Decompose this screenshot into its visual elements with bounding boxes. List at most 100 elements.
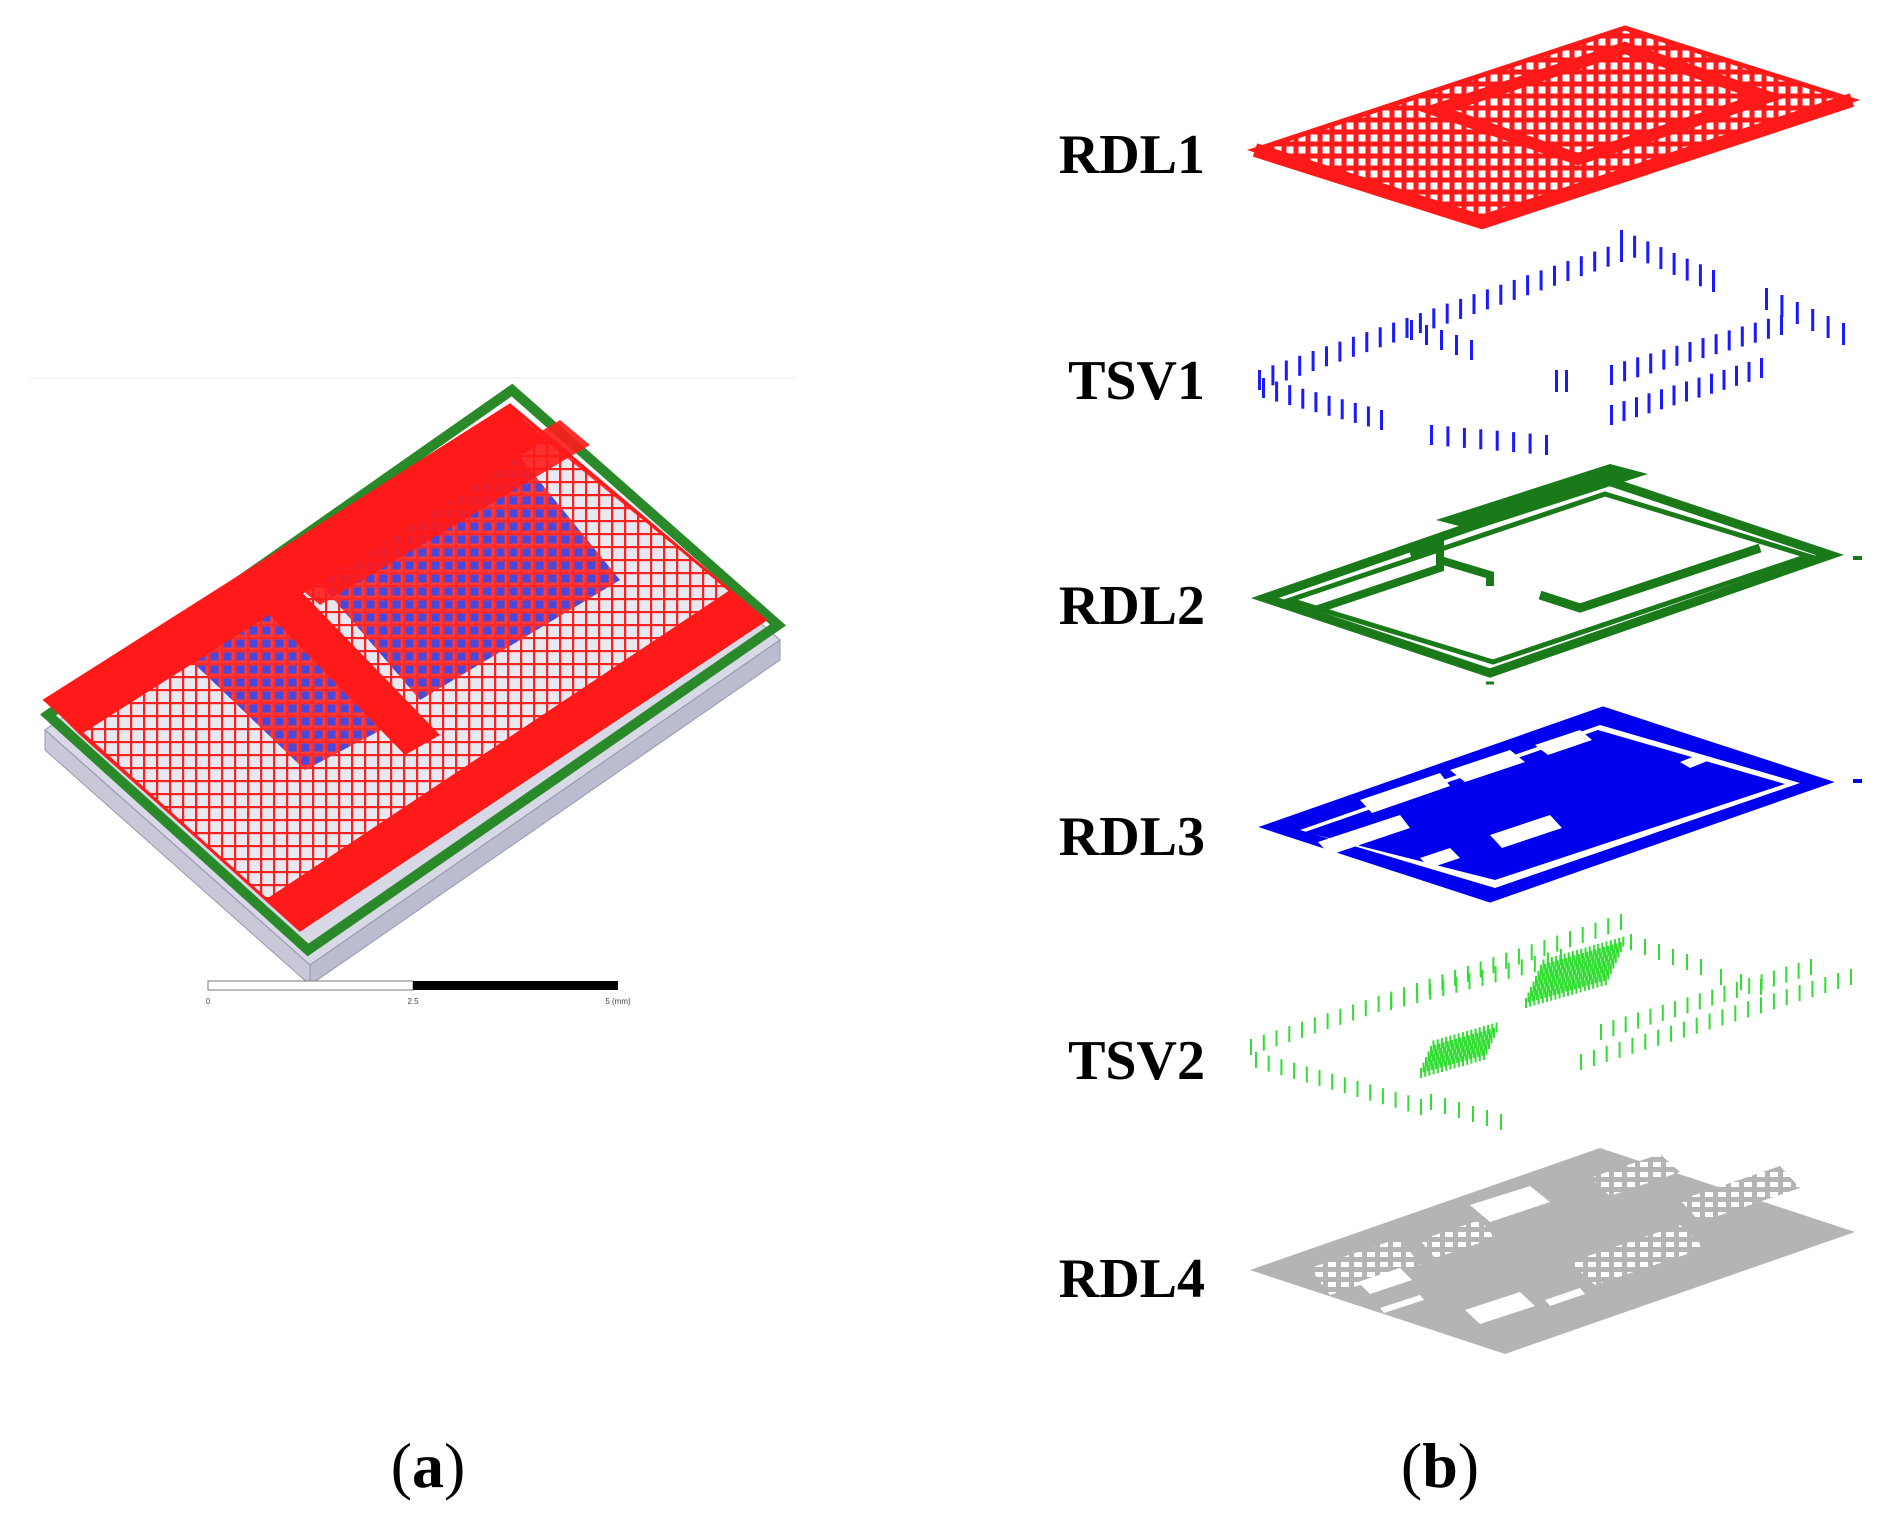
- via: [1637, 1012, 1640, 1029]
- via: [1537, 994, 1540, 1005]
- via: [1657, 1029, 1660, 1046]
- via: [1462, 1046, 1465, 1057]
- via: [1569, 931, 1571, 948]
- via: [1785, 989, 1788, 1006]
- via: [1569, 980, 1572, 991]
- panel-a-blue-region-2: [300, 445, 620, 700]
- via: [1578, 968, 1581, 979]
- via: [1772, 993, 1775, 1010]
- via: [1540, 965, 1542, 975]
- panel-a-red-band-outer-top: [45, 405, 545, 735]
- via: [1453, 1034, 1456, 1045]
- via: [1582, 953, 1584, 963]
- via: [1459, 298, 1463, 319]
- via: [1561, 959, 1563, 969]
- via: [1343, 1077, 1346, 1094]
- via: [1600, 976, 1603, 987]
- rdl1-inner-ring: [1416, 41, 1787, 166]
- via: [1571, 951, 1574, 962]
- via: [1593, 251, 1597, 272]
- via: [1465, 1040, 1468, 1051]
- via: [1594, 973, 1597, 984]
- via: [1672, 385, 1676, 406]
- via: [1543, 939, 1546, 956]
- via: [1446, 1041, 1449, 1052]
- via: [1488, 1039, 1490, 1049]
- via: [1579, 256, 1583, 277]
- via: [1622, 401, 1626, 422]
- via: [1593, 969, 1595, 979]
- via: [1426, 1061, 1429, 1072]
- via: [1483, 1040, 1486, 1051]
- via: [1686, 997, 1689, 1014]
- via: [1686, 954, 1688, 970]
- tsv2-layer: [1250, 914, 1852, 1130]
- scale-tick-0: 0: [206, 997, 211, 1006]
- via: [1674, 1001, 1677, 1018]
- via: [1548, 986, 1551, 997]
- via: [1476, 1032, 1479, 1043]
- panel-a-scale-bar: 0 2.5 5 (mm): [206, 980, 631, 1006]
- via: [1797, 962, 1800, 979]
- via: [1795, 302, 1799, 324]
- via: [1537, 970, 1540, 981]
- rdl4-hole-array-4: [1680, 1166, 1800, 1222]
- via: [1660, 389, 1663, 410]
- via: [1520, 959, 1523, 976]
- via: [1592, 978, 1595, 989]
- via: [1682, 1021, 1685, 1038]
- via: [1365, 332, 1369, 353]
- via: [1434, 1044, 1437, 1055]
- via: [1647, 393, 1651, 414]
- via: [1293, 1062, 1296, 1079]
- via: [1695, 1017, 1698, 1034]
- via: [1837, 973, 1840, 989]
- via: [1567, 952, 1570, 963]
- panel-a-model: 0 2.5 5 (mm): [30, 377, 795, 1006]
- via: [1608, 959, 1611, 970]
- via: [1390, 994, 1392, 1010]
- via: [1535, 990, 1538, 1001]
- via: [1529, 996, 1532, 1007]
- via: [1298, 355, 1302, 376]
- layer-label-tsv1: TSV1: [1068, 350, 1205, 412]
- via: [1577, 964, 1579, 974]
- via: [1842, 323, 1845, 345]
- via: [1604, 975, 1607, 986]
- via: [1582, 967, 1585, 978]
- via: [1483, 1050, 1485, 1060]
- via: [1351, 336, 1355, 357]
- panel-a-blue-region-1: [180, 605, 400, 770]
- via: [1482, 1035, 1485, 1046]
- via: [1545, 435, 1548, 455]
- via: [1445, 303, 1449, 324]
- via: [1425, 325, 1428, 345]
- via: [1314, 392, 1318, 413]
- via: [1432, 1064, 1435, 1075]
- via: [1606, 246, 1610, 267]
- via: [1525, 998, 1527, 1008]
- via: [1617, 947, 1620, 958]
- via: [1567, 986, 1569, 996]
- via: [1449, 1035, 1452, 1046]
- via: [1610, 954, 1613, 965]
- via: [1772, 970, 1775, 987]
- via: [1378, 327, 1382, 348]
- via: [1571, 960, 1574, 971]
- via: [1473, 1038, 1476, 1049]
- layer-label-tsv2: TSV2: [1068, 1030, 1205, 1092]
- via: [1635, 397, 1638, 418]
- via: [1544, 987, 1547, 998]
- rdl4-frame-cut-2: [1358, 1268, 1412, 1294]
- via: [1280, 1059, 1283, 1076]
- via: [1459, 1037, 1462, 1048]
- rdl4-hole-array-5: [1570, 1225, 1705, 1285]
- via: [1481, 969, 1484, 986]
- via: [1698, 264, 1702, 287]
- via: [1428, 1065, 1431, 1076]
- via: [1583, 957, 1586, 968]
- via: [1505, 952, 1508, 969]
- via: [1454, 1048, 1457, 1059]
- via: [1593, 959, 1596, 970]
- via: [1446, 1051, 1448, 1061]
